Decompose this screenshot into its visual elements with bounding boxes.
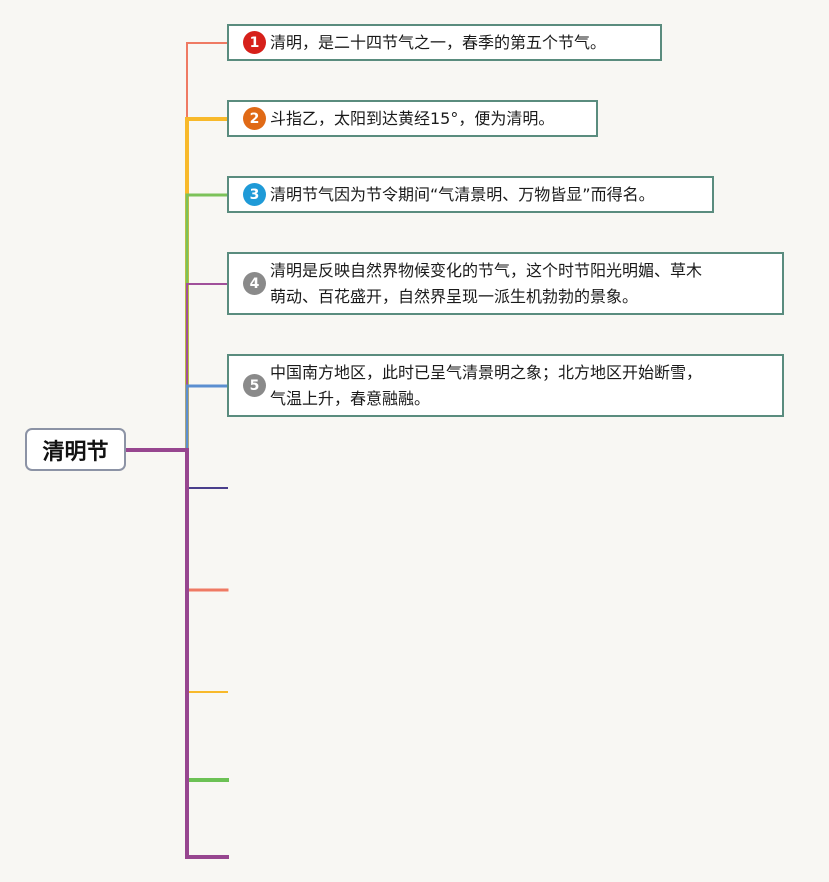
topic-node-3[interactable]: 3 清明节气因为节令期间“气清景明、万物皆显”而得名。	[227, 176, 714, 213]
number-badge-2: 2	[243, 107, 266, 130]
topic-node-1[interactable]: 1 清明，是二十四节气之一，春季的第五个节气。	[227, 24, 662, 61]
topic-text-2: 斗指乙，太阳到达黄经15°，便为清明。	[270, 108, 555, 128]
topic-node-4[interactable]: 4 清明是反映自然界物候变化的节气，这个时节阳光明媚、草木 萌动、百花盛开，自然…	[227, 252, 784, 315]
topic-node-2[interactable]: 2 斗指乙，太阳到达黄经15°，便为清明。	[227, 100, 598, 137]
number-badge-4: 4	[243, 272, 266, 295]
topic-text-3: 清明节气因为节令期间“气清景明、万物皆显”而得名。	[270, 184, 655, 204]
topic-text-5: 中国南方地区，此时已呈气清景明之象；北方地区开始断雪， 气温上升，春意融融。	[270, 362, 703, 408]
root-topic-label: 清明节	[42, 439, 109, 465]
number-badge-5: 5	[243, 374, 266, 397]
root-topic[interactable]: 清明节	[25, 428, 126, 471]
number-badge-3: 3	[243, 183, 266, 206]
topic-node-5[interactable]: 5 中国南方地区，此时已呈气清景明之象；北方地区开始断雪， 气温上升，春意融融。	[227, 354, 784, 417]
topic-text-4: 清明是反映自然界物候变化的节气，这个时节阳光明媚、草木 萌动、百花盛开，自然界呈…	[270, 260, 703, 306]
topic-text-1: 清明，是二十四节气之一，春季的第五个节气。	[270, 32, 607, 52]
number-badge-1: 1	[243, 31, 266, 54]
